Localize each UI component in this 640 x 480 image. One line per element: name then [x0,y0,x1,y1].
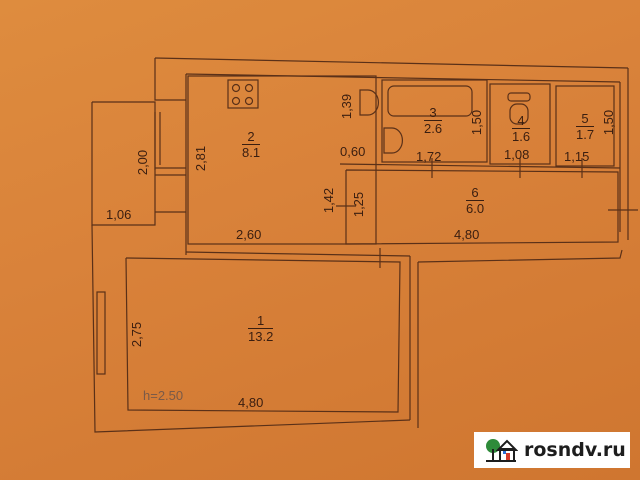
dim-room2-width: 2,60 [236,227,262,242]
dim-balcony-height: 2,00 [135,149,151,176]
dim-room1-height: 2,75 [129,321,145,348]
room-6-label: 6 6.0 [466,185,485,216]
dim-room5-height: 1,50 [601,109,617,136]
house-tree-logo-icon [486,439,518,462]
room-1-label: 1 13.2 [248,313,274,344]
room-3-label: 3 2.6 [424,105,443,136]
dim-room4-width: 1,08 [504,147,530,162]
room-2-label: 2 8.1 [242,129,261,160]
dim-room6-width: 4,80 [454,227,480,242]
room-5-label: 5 1.7 [576,111,595,142]
dim-room2-alcove-height: 1,39 [339,93,355,120]
dim-room5-width: 1,15 [564,149,590,164]
ceiling-height-label: h=2.50 [143,388,184,403]
dim-door-height: 1,42 [321,187,337,214]
dim-balcony-width: 1,06 [106,207,132,222]
dim-room1-width: 4,80 [238,395,264,410]
watermark-badge[interactable]: rosndv.ru [474,432,630,468]
room-4-label: 4 1.6 [512,113,531,144]
watermark-text: rosndv.ru [524,439,626,461]
dim-room3-height: 1,50 [469,109,485,136]
dim-room2-height: 2,81 [193,145,209,172]
dim-room2-alcove-width: 0,60 [340,144,366,159]
dim-room6-height: 1,25 [351,191,367,218]
dim-room3-width: 1,72 [416,149,442,164]
